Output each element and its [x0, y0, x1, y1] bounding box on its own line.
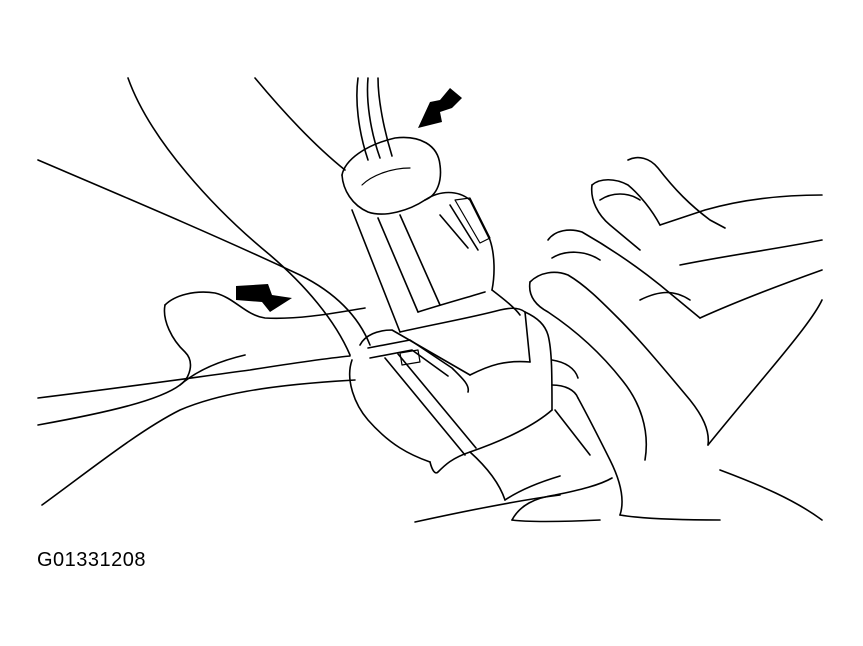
hose-outline — [37, 77, 371, 356]
wire-harness — [356, 77, 393, 161]
clamp-structure — [528, 156, 823, 521]
connector-upper-half — [341, 136, 526, 333]
indicator-arrows — [236, 88, 462, 312]
connector-lower-half — [348, 311, 579, 474]
arrow-icon-top — [418, 88, 462, 128]
mounting-bracket — [37, 291, 366, 506]
arrow-icon-left — [236, 284, 292, 312]
lower-base — [414, 397, 721, 523]
figure-code: G01331208 — [37, 549, 147, 571]
